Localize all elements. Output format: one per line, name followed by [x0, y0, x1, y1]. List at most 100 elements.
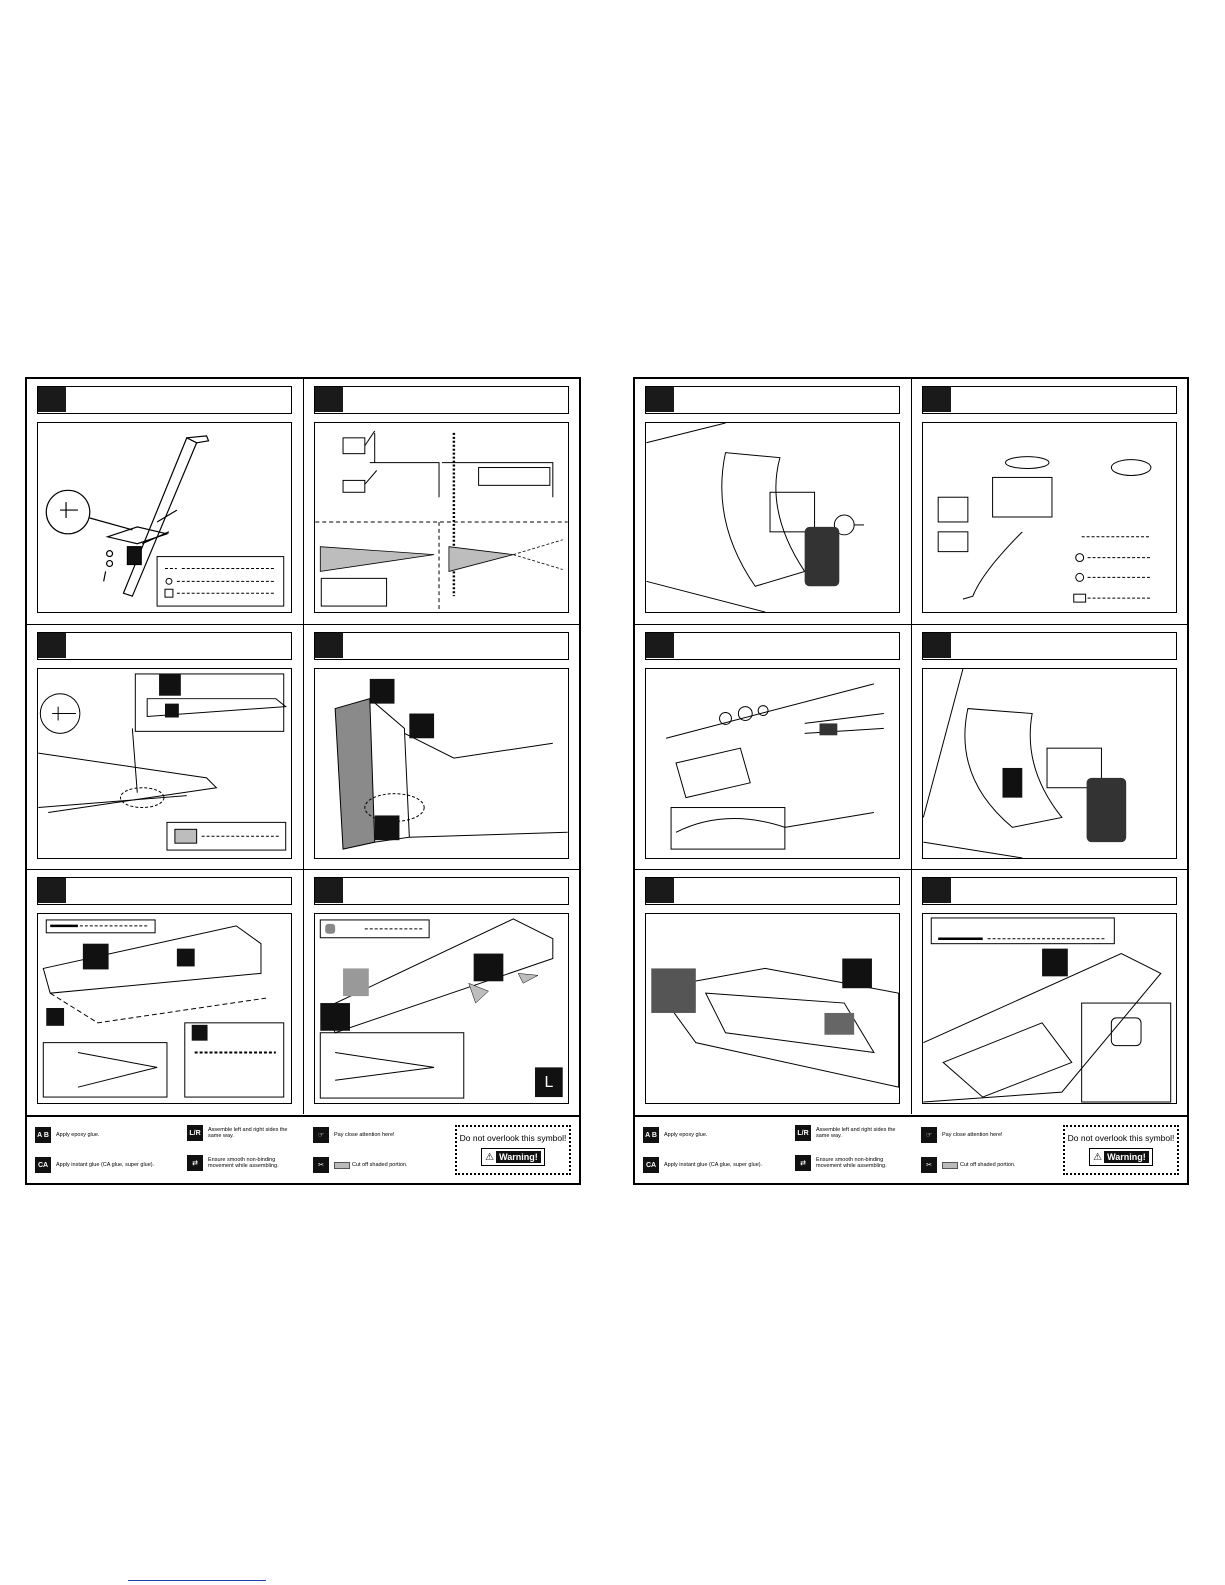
step-number-badge — [923, 633, 951, 658]
right-page: A B Apply epoxy glue. CA Apply instant g… — [633, 377, 1189, 1185]
servo-illustration — [922, 422, 1177, 613]
ca-glue-icon: CA — [643, 1157, 659, 1173]
step-fuel-tank — [635, 624, 911, 869]
symbol-legend: A B Apply epoxy glue. CA Apply instant g… — [27, 1115, 579, 1183]
fuel-tank-drawing — [666, 683, 884, 850]
step-number-badge — [646, 633, 674, 658]
step-number-badge — [646, 387, 674, 412]
legend-epoxy: A B Apply epoxy glue. — [35, 1127, 99, 1143]
step-cockpit-install — [911, 869, 1187, 1114]
legend-smooth: ⇄ Ensure smooth non-binding movement whi… — [795, 1155, 898, 1171]
step-header — [922, 386, 1177, 414]
step-header — [314, 632, 569, 660]
legend-attention: ☞ Pay close attention here! — [313, 1127, 395, 1143]
step-number-badge — [923, 387, 951, 412]
step-grid — [635, 379, 1187, 1115]
step-number-badge — [38, 633, 66, 658]
step-wing-hinges — [27, 869, 303, 1114]
step-header — [645, 386, 900, 414]
shaded-portion-swatch — [942, 1161, 958, 1169]
svg-text:L: L — [544, 1074, 553, 1091]
legend-same-way: L/R Assemble left and right sides the sa… — [795, 1125, 898, 1141]
elevator-hinge-drawing — [334, 678, 568, 850]
landing-gear-drawing — [45, 435, 285, 607]
step-engine-epoxy — [911, 624, 1187, 869]
knife-icon: ✂ — [313, 1157, 329, 1173]
step-grid: L — [27, 379, 579, 1115]
step-header — [314, 386, 569, 414]
wing-hinge-drawing — [42, 919, 285, 1098]
step-tail-wheel — [27, 624, 303, 869]
engine-mount-drawing — [646, 423, 865, 612]
step-landing-gear-wire — [27, 379, 303, 624]
cockpit-drawing — [923, 917, 1172, 1103]
tail-wheel-illustration — [37, 668, 292, 859]
warning-badge: ⚠ Warning! — [1089, 1148, 1153, 1166]
step-header — [922, 632, 1177, 660]
step-header — [645, 877, 900, 905]
servo-drawing — [937, 456, 1152, 603]
epoxy-icon: A B — [643, 1127, 659, 1143]
pointing-hand-icon: ☞ — [921, 1127, 937, 1143]
step-header — [37, 632, 292, 660]
landing-gear-illustration — [37, 422, 292, 613]
step-servo-install — [911, 379, 1187, 624]
hinge-drawing — [315, 430, 568, 612]
symbol-legend: A B Apply epoxy glue. CA Apply instant g… — [635, 1115, 1187, 1183]
shaded-portion-swatch — [334, 1161, 350, 1169]
elevator-hinge-illustration — [314, 668, 569, 859]
step-aileron-glue: L — [303, 869, 579, 1114]
step-number-badge — [923, 878, 951, 903]
smooth-movement-icon: ⇄ — [187, 1155, 203, 1171]
step-number-badge — [315, 387, 343, 412]
legend-ca: CA Apply instant glue (CA glue, super gl… — [643, 1157, 762, 1173]
ca-glue-icon: CA — [35, 1157, 51, 1173]
step-engine-mount — [635, 379, 911, 624]
left-page: L A B Apply epoxy glue. CA Apply instant… — [25, 377, 581, 1185]
step-number-badge — [315, 633, 343, 658]
legend-same-way: L/R Assemble left and right sides the sa… — [187, 1125, 290, 1141]
legend-ca: CA Apply instant glue (CA glue, super gl… — [35, 1157, 154, 1173]
step-header — [37, 877, 292, 905]
legend-epoxy: A B Apply epoxy glue. — [643, 1127, 707, 1143]
step-header — [37, 386, 292, 414]
epoxy-icon: A B — [35, 1127, 51, 1143]
aileron-glue-drawing: L — [319, 918, 563, 1099]
knife-icon: ✂ — [921, 1157, 937, 1173]
warning-triangle-icon: ⚠ — [1093, 1151, 1103, 1163]
legend-smooth: ⇄ Ensure smooth non-binding movement whi… — [187, 1155, 290, 1171]
engine-epoxy-drawing — [923, 669, 1127, 858]
step-number-badge — [38, 387, 66, 412]
step-header — [922, 877, 1177, 905]
smooth-movement-icon: ⇄ — [795, 1155, 811, 1171]
wing-hinge-illustration — [37, 913, 292, 1104]
warning-triangle-icon: ⚠ — [485, 1151, 495, 1163]
hinge-illustration — [314, 422, 569, 613]
step-header — [314, 877, 569, 905]
cockpit-illustration — [922, 913, 1177, 1104]
legend-cut-off: ✂ Cut off shaded portion. — [921, 1157, 1016, 1173]
step-number-badge — [646, 878, 674, 903]
step-elevator-hinges — [303, 624, 579, 869]
pointing-hand-icon: ☞ — [313, 1127, 329, 1143]
left-right-icon: L/R — [795, 1125, 811, 1141]
aileron-glue-illustration: L — [314, 913, 569, 1104]
legend-attention: ☞ Pay close attention here! — [921, 1127, 1003, 1143]
tail-wheel-drawing — [38, 673, 288, 851]
fuselage-tray-illustration — [645, 913, 900, 1104]
step-header — [645, 632, 900, 660]
fuel-tank-illustration — [645, 668, 900, 859]
step-number-badge — [315, 878, 343, 903]
step-number-badge — [38, 878, 66, 903]
warning-notice: Do not overlook this symbol! ⚠ Warning! — [455, 1125, 571, 1175]
warning-notice: Do not overlook this symbol! ⚠ Warning! — [1063, 1125, 1179, 1175]
step-hinge-alignment — [303, 379, 579, 624]
engine-epoxy-illustration — [922, 668, 1177, 859]
warning-badge: ⚠ Warning! — [481, 1148, 545, 1166]
left-right-icon: L/R — [187, 1125, 203, 1141]
fuselage-tray-drawing — [651, 958, 899, 1088]
legend-cut-off: ✂ Cut off shaded portion. — [313, 1157, 408, 1173]
engine-mount-illustration — [645, 422, 900, 613]
step-fuselage-servo-tray — [635, 869, 911, 1114]
hyperlink-underline[interactable] — [128, 1580, 266, 1581]
